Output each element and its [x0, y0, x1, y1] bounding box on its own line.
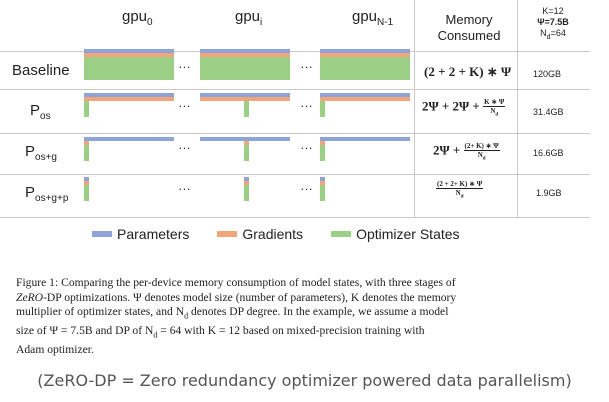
bar-grad-row2-gpu2: [320, 141, 325, 145]
divider-vertical-1: [414, 0, 415, 218]
divider-row-1: [0, 51, 590, 52]
ellipsis: …: [178, 56, 192, 71]
memory-posg: 16.6GB: [533, 148, 564, 158]
legend-swatch-parameters: [92, 231, 112, 237]
bar-opt-row2-gpu2: [320, 145, 325, 161]
bar-grad-row0-gpu1: [200, 53, 290, 57]
ellipsis: …: [178, 95, 192, 110]
footer-note: (ZeRO-DP = Zero redundancy optimizer pow…: [37, 371, 572, 390]
bar-opt-row3-gpu1: [244, 185, 249, 201]
bar-opt-row2-gpu0: [84, 145, 89, 161]
gpu-0-label: gpu0: [122, 8, 153, 28]
example-params-header: K=12 Ψ=7.5B Nd=64: [537, 6, 569, 41]
legend-parameters: Parameters: [92, 226, 189, 242]
bar-grad-row2-gpu1: [244, 141, 249, 145]
ellipsis: …: [300, 137, 314, 152]
legend-gradients: Gradients: [217, 226, 303, 242]
bar-grad-row2-gpu0: [84, 141, 89, 145]
legend-swatch-gradients: [217, 231, 238, 237]
bar-grad-row3-gpu0: [84, 181, 89, 185]
legend-optimizer: Optimizer States: [331, 226, 460, 242]
bar-param-row0-gpu2: [320, 49, 410, 53]
bar-opt-row1-gpu2: [320, 101, 325, 117]
bar-param-row0-gpu0: [84, 49, 174, 53]
bar-opt-row1-gpu0: [84, 101, 89, 117]
bar-param-row2-gpu2: [320, 137, 410, 141]
memory-bars: [0, 0, 414, 218]
legend-swatch-optimizer: [331, 231, 352, 237]
bar-grad-row1-gpu2: [320, 97, 410, 101]
gpu-i-label: gpui: [235, 8, 263, 28]
bar-opt-row0-gpu0: [84, 57, 174, 80]
divider-row-4: [0, 174, 590, 175]
row-label-posg: Pos+g: [25, 143, 57, 163]
memory-consumed-header: Memory Consumed: [437, 12, 501, 43]
bar-opt-row3-gpu0: [84, 185, 89, 201]
memory-baseline: 120GB: [533, 69, 562, 79]
ellipsis: …: [178, 178, 192, 193]
bar-param-row1-gpu2: [320, 93, 410, 97]
bar-param-row3-gpu1: [244, 177, 249, 181]
ellipsis: …: [300, 95, 314, 110]
divider-vertical-2: [517, 0, 518, 218]
divider-row-2: [0, 89, 590, 90]
figure-caption: Figure 1: Comparing the per-device memor…: [16, 276, 457, 356]
legend: Parameters Gradients Optimizer States: [92, 226, 460, 242]
bar-param-row3-gpu2: [320, 177, 325, 181]
bar-opt-row3-gpu2: [320, 185, 325, 201]
bar-opt-row0-gpu2: [320, 57, 410, 80]
row-label-pos: Pos: [30, 102, 51, 122]
bar-grad-row0-gpu0: [84, 53, 174, 57]
gpu-n-label: gpuN-1: [352, 8, 394, 28]
memory-posgp: 1.9GB: [536, 188, 562, 198]
ellipsis: …: [178, 137, 192, 152]
bar-grad-row0-gpu2: [320, 53, 410, 57]
bar-param-row2-gpu1: [200, 137, 290, 141]
divider-row-3: [0, 133, 590, 134]
bar-param-row1-gpu1: [200, 93, 290, 97]
ellipsis: …: [300, 178, 314, 193]
bar-opt-row1-gpu1: [244, 101, 249, 117]
bar-param-row3-gpu0: [84, 177, 89, 181]
bar-grad-row3-gpu2: [320, 181, 325, 185]
bar-param-row1-gpu0: [84, 93, 174, 97]
bar-opt-row2-gpu1: [244, 145, 249, 161]
memory-pos: 31.4GB: [533, 107, 564, 117]
bar-grad-row1-gpu0: [84, 97, 174, 101]
bar-param-row0-gpu1: [200, 49, 290, 53]
divider-row-5: [0, 217, 590, 218]
bar-grad-row3-gpu1: [244, 181, 249, 185]
bar-grad-row1-gpu1: [200, 97, 290, 101]
ellipsis: …: [300, 56, 314, 71]
row-label-baseline: Baseline: [12, 62, 70, 79]
row-label-posgp: Pos+g+p: [25, 184, 69, 204]
bar-param-row2-gpu0: [84, 137, 174, 141]
bar-opt-row0-gpu1: [200, 57, 290, 80]
formula-baseline: (2 + 2 + K) ∗ Ψ: [424, 64, 512, 79]
